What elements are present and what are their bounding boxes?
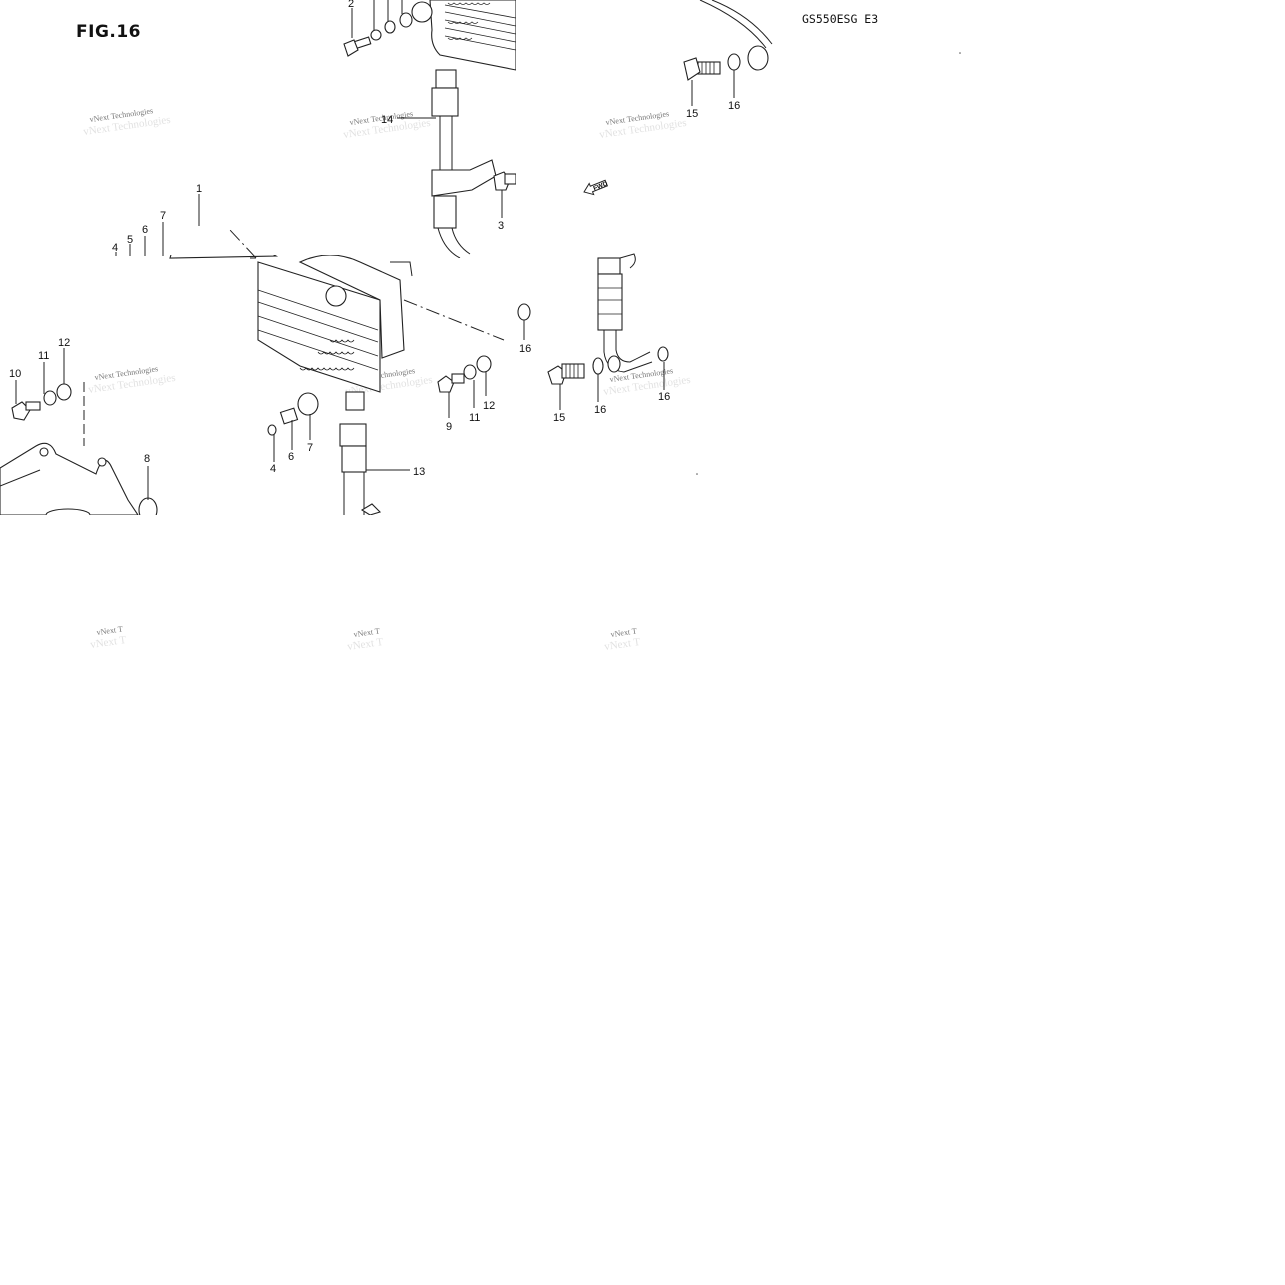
callout-10: 10: [9, 368, 21, 380]
middle-cooler-group: [0, 255, 492, 515]
callout-6: 6: [288, 451, 294, 463]
top-right-banjo-group: [683, 0, 773, 81]
fwd-label: FWD: [592, 180, 609, 192]
callout-15: 15: [686, 108, 698, 120]
callout-3: 3: [498, 220, 504, 232]
speck: [959, 52, 961, 54]
model-code: GS550ESG E3: [802, 12, 879, 26]
callout-6: 6: [142, 224, 148, 236]
watermark-shadow: vNext T: [603, 636, 641, 653]
callout-2: 2: [348, 0, 354, 10]
leader-lines-middle: [15, 194, 665, 500]
callout-5: 5: [127, 234, 133, 246]
watermark-shadow: vNext T: [89, 634, 127, 651]
speck: [696, 473, 698, 475]
callout-4: 4: [112, 242, 118, 254]
watermark-text: vNext T: [96, 624, 123, 637]
callout-9: 9: [446, 421, 452, 433]
callout-12: 12: [58, 337, 70, 349]
callout-12: 12: [483, 400, 495, 412]
callout-11: 11: [469, 412, 480, 424]
fwd-arrow: FWD: [583, 179, 609, 196]
callout-labels: 2 14 3 15 16 1 7 6 5 4 16 12 11 10 8 12 …: [9, 0, 740, 478]
assembly-dash-lines: [83, 229, 505, 446]
callout-11: 11: [38, 350, 49, 362]
callout-7: 7: [160, 210, 166, 222]
watermark-text: vNext T: [353, 626, 380, 639]
callout-16: 16: [658, 391, 670, 403]
leader-lines-top: [351, 0, 735, 218]
callout-13: 13: [413, 466, 425, 478]
callout-8: 8: [144, 453, 150, 465]
callout-15: 15: [553, 412, 565, 424]
watermark-text: vNext T: [610, 626, 637, 639]
figure-title: FIG.16: [76, 22, 142, 42]
callout-14: 14: [381, 114, 393, 126]
callout-16: 16: [594, 404, 606, 416]
top-cooler-group: [343, 0, 516, 258]
callout-16: 16: [728, 100, 740, 112]
watermark-shadow: vNext T: [346, 636, 384, 653]
callout-1: 1: [196, 183, 202, 195]
callout-4: 4: [270, 463, 276, 475]
middle-right-banjo-group: [517, 253, 669, 385]
callout-7: 7: [307, 442, 313, 454]
callout-16: 16: [519, 343, 531, 355]
